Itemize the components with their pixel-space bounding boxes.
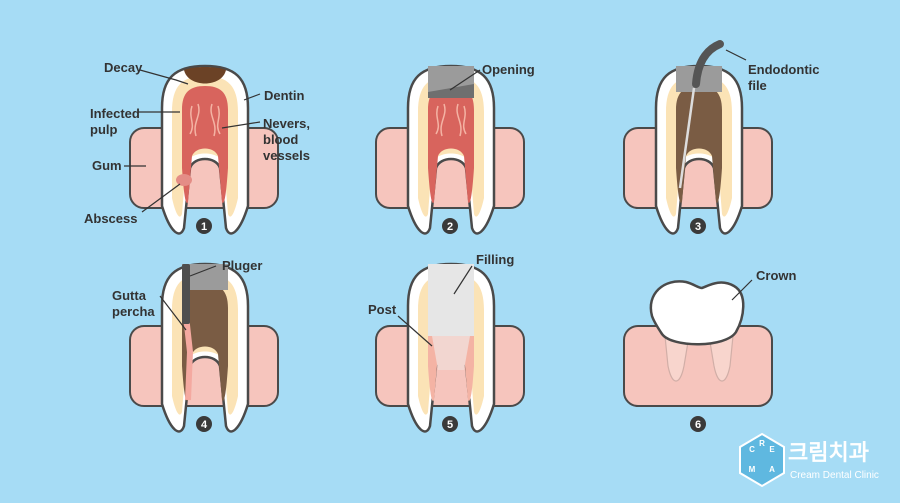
endodontic-file xyxy=(692,40,724,88)
post xyxy=(432,336,470,370)
step-3-panel xyxy=(623,40,773,235)
step-2-badge: 2 xyxy=(442,218,458,234)
decay xyxy=(184,67,226,84)
label-gum: Gum xyxy=(92,158,122,173)
logo-letter: E xyxy=(769,445,775,454)
svg-text:5: 5 xyxy=(447,419,453,431)
label-infected: Infected xyxy=(90,106,140,121)
label-pluger: Pluger xyxy=(222,258,262,273)
label-blood: blood xyxy=(263,132,298,147)
crown xyxy=(649,280,745,346)
gutta-percha xyxy=(183,315,194,401)
svg-text:4: 4 xyxy=(201,419,208,431)
step-5-panel xyxy=(375,262,525,433)
filling xyxy=(428,264,474,336)
brand-name: 크림치과 xyxy=(788,440,869,465)
label-crown: Crown xyxy=(756,268,797,283)
label-filling: Filling xyxy=(476,252,514,267)
label-post: Post xyxy=(368,302,397,317)
label-opening: Opening xyxy=(482,62,535,77)
label-decay: Decay xyxy=(104,60,143,75)
label-percha: percha xyxy=(112,304,155,319)
plugger xyxy=(182,264,190,324)
brand-logo: C R E A M xyxy=(739,432,785,488)
step-5-badge: 5 xyxy=(442,416,458,432)
label-gutta: Gutta xyxy=(112,288,147,303)
step-2-panel xyxy=(375,64,525,235)
step-4-badge: 4 xyxy=(196,416,212,432)
label-abscess: Abscess xyxy=(84,211,137,226)
label-dentin: Dentin xyxy=(264,88,305,103)
label-endodontic: Endodontic xyxy=(748,62,820,77)
step-3-badge: 3 xyxy=(690,218,706,234)
logo-letter: R xyxy=(759,439,765,448)
label-file: file xyxy=(748,78,767,93)
abscess xyxy=(176,174,192,186)
svg-text:6: 6 xyxy=(695,419,701,431)
svg-text:3: 3 xyxy=(695,221,701,233)
brand-subtitle: Cream Dental Clinic xyxy=(790,470,879,481)
step-4-panel xyxy=(129,262,279,433)
step-6-badge: 6 xyxy=(690,416,706,432)
svg-text:1: 1 xyxy=(201,221,207,233)
step-1-badge: 1 xyxy=(196,218,212,234)
hexagon-logo-icon xyxy=(739,432,785,488)
logo-letter: C xyxy=(749,445,755,454)
label-pulp: pulp xyxy=(90,122,117,137)
step-1-panel xyxy=(124,64,279,235)
step-6-panel xyxy=(623,279,773,407)
svg-text:2: 2 xyxy=(447,221,453,233)
nerves xyxy=(189,103,221,137)
logo-letter: M xyxy=(749,465,756,474)
label-nevers: Nevers, xyxy=(263,116,310,131)
logo-letter: A xyxy=(769,465,775,474)
label-vessels: vessels xyxy=(263,148,310,163)
